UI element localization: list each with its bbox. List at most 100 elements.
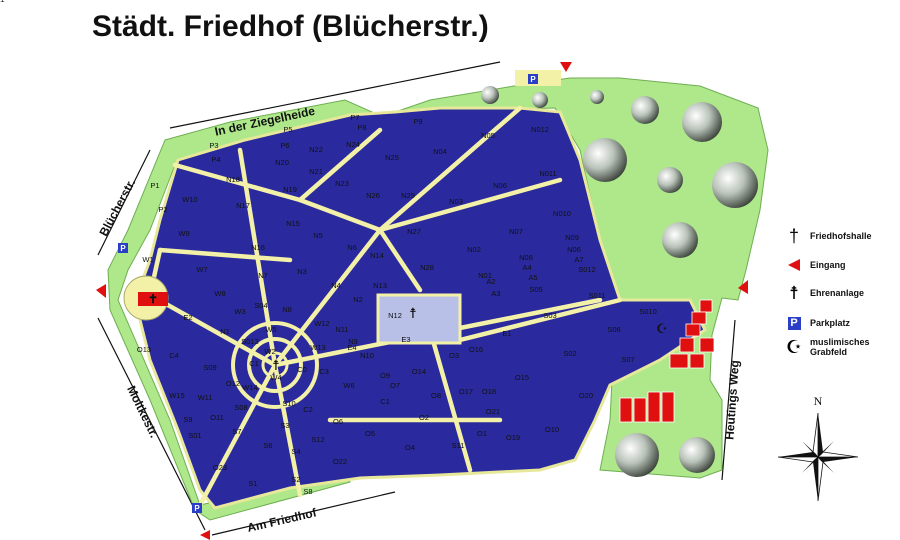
plot-label: W7: [196, 265, 207, 274]
plot-label: O15: [515, 373, 529, 382]
plot-label: O9: [380, 371, 390, 380]
plot-label: P3: [209, 141, 218, 150]
plot-label: S6: [263, 441, 272, 450]
plot-label: O14: [412, 367, 426, 376]
plot-label: N09: [565, 233, 579, 242]
plot-label: W12: [314, 319, 329, 328]
plot-label: W1: [142, 255, 153, 264]
plot-label: O20: [579, 391, 593, 400]
plot-label: O11: [210, 413, 224, 422]
plot-label: P1: [150, 181, 159, 190]
plot-label: S12: [311, 435, 324, 444]
map-title: Städt. Friedhof (Blücherstr.): [92, 10, 489, 43]
plot-label: O23: [213, 463, 227, 472]
plot-label: S10: [282, 399, 295, 408]
plot-label: O3: [449, 351, 459, 360]
plot-label: S04: [254, 301, 267, 310]
plot-label: P9: [413, 117, 422, 126]
plot-label: S7: [232, 427, 241, 436]
plot-label: W4: [270, 373, 281, 382]
plot-label: O8: [431, 391, 441, 400]
plot-label: A2: [486, 277, 495, 286]
plot-label: O12: [226, 379, 240, 388]
street-am-friedhof: Am Friedhof: [246, 505, 319, 535]
plot-label: E1: [502, 329, 511, 338]
plot-label: N19: [283, 185, 297, 194]
plot-label: N9: [348, 337, 358, 346]
svg-text:☨: ☨: [409, 305, 417, 321]
crescent-star-icon: ☪: [785, 336, 803, 357]
plot-label: N21: [309, 167, 323, 176]
plot-label: P8: [357, 123, 366, 132]
plot-label: O7: [390, 381, 400, 390]
plot-label: N2: [353, 295, 363, 304]
plot-label: N14: [370, 251, 384, 260]
plot-label: N29: [401, 191, 415, 200]
friedhofshalle-building: ✝: [123, 275, 169, 321]
plot-label: N06: [493, 181, 507, 190]
plot-label: W6: [343, 381, 354, 390]
plot-label: N28: [420, 263, 434, 272]
plot-label: N08: [519, 253, 533, 262]
plot-label: N06: [567, 245, 581, 254]
parking-icon: P: [787, 316, 801, 330]
svg-text:P: P: [120, 244, 126, 253]
muslim-section-icon: ☪: [656, 321, 668, 336]
plot-label: N15: [286, 219, 300, 228]
plot-label: O1: [477, 429, 487, 438]
plot-label: W14: [242, 383, 257, 392]
plot-label: N7: [258, 271, 268, 280]
plot-label: N011: [539, 169, 556, 178]
plot-label: S05: [529, 285, 542, 294]
plot-label: S02: [563, 349, 576, 358]
ehrenanlage-icons: ☨ ☨: [272, 305, 417, 373]
plot-label: O16: [469, 345, 483, 354]
plot-label: O13: [137, 345, 151, 354]
plot-label: S4: [291, 447, 300, 456]
plot-label: E2: [183, 313, 192, 322]
plot-label: S2: [291, 475, 300, 484]
plot-label: S06: [607, 325, 620, 334]
plot-label: N20: [275, 158, 289, 167]
plot-label: S012: [578, 265, 596, 274]
plot-label: N03: [449, 197, 463, 206]
plot-label: S013: [241, 337, 259, 346]
legend-friedhofshalle: † Friedhofshalle: [784, 223, 872, 249]
compass-north-label: N: [814, 394, 823, 408]
plot-label: S08: [234, 403, 247, 412]
plot-label: S010: [639, 307, 657, 316]
plot-label: O18: [482, 387, 496, 396]
cemetery-paths: [147, 105, 623, 508]
plot-label: C2: [303, 405, 313, 414]
compass-rose: [777, 412, 859, 502]
plot-label: A7: [574, 255, 583, 264]
plot-label: N17: [236, 201, 250, 210]
parking-badge-north: P: [515, 70, 561, 86]
legend-ehrenanlage: ☨ Ehrenanlage: [784, 280, 864, 306]
plot-label: W15: [169, 391, 184, 400]
plot-label: N01: [478, 271, 492, 280]
legend-muslim-grabfeld: ☪ muslimisches Grabfeld: [785, 336, 870, 358]
plot-label: S03: [543, 311, 556, 320]
plot-label: N4: [331, 281, 341, 290]
double-cross-icon: ☨: [789, 282, 799, 303]
plot-label: N05: [481, 131, 495, 140]
plot-label: C1: [249, 359, 259, 368]
muslim-section: [619, 299, 715, 423]
parking-badge-south: P: [192, 503, 202, 513]
plot-label: P4: [211, 155, 220, 164]
plot-label: N25: [385, 153, 399, 162]
plot-label: S11: [452, 441, 465, 450]
plot-label: N18: [226, 175, 240, 184]
plot-label: W9: [178, 229, 189, 238]
plot-label: E3: [401, 335, 410, 344]
entrance-icon: [784, 259, 804, 271]
plot-label: C0: [297, 365, 307, 374]
plot-label: N13: [373, 281, 387, 290]
plot-label: A1: [0, 0, 5, 4]
plot-label: N12: [388, 311, 402, 320]
plot-label: P6: [280, 141, 289, 150]
plot-label: N07: [509, 227, 523, 236]
plot-label: N24: [346, 140, 360, 149]
